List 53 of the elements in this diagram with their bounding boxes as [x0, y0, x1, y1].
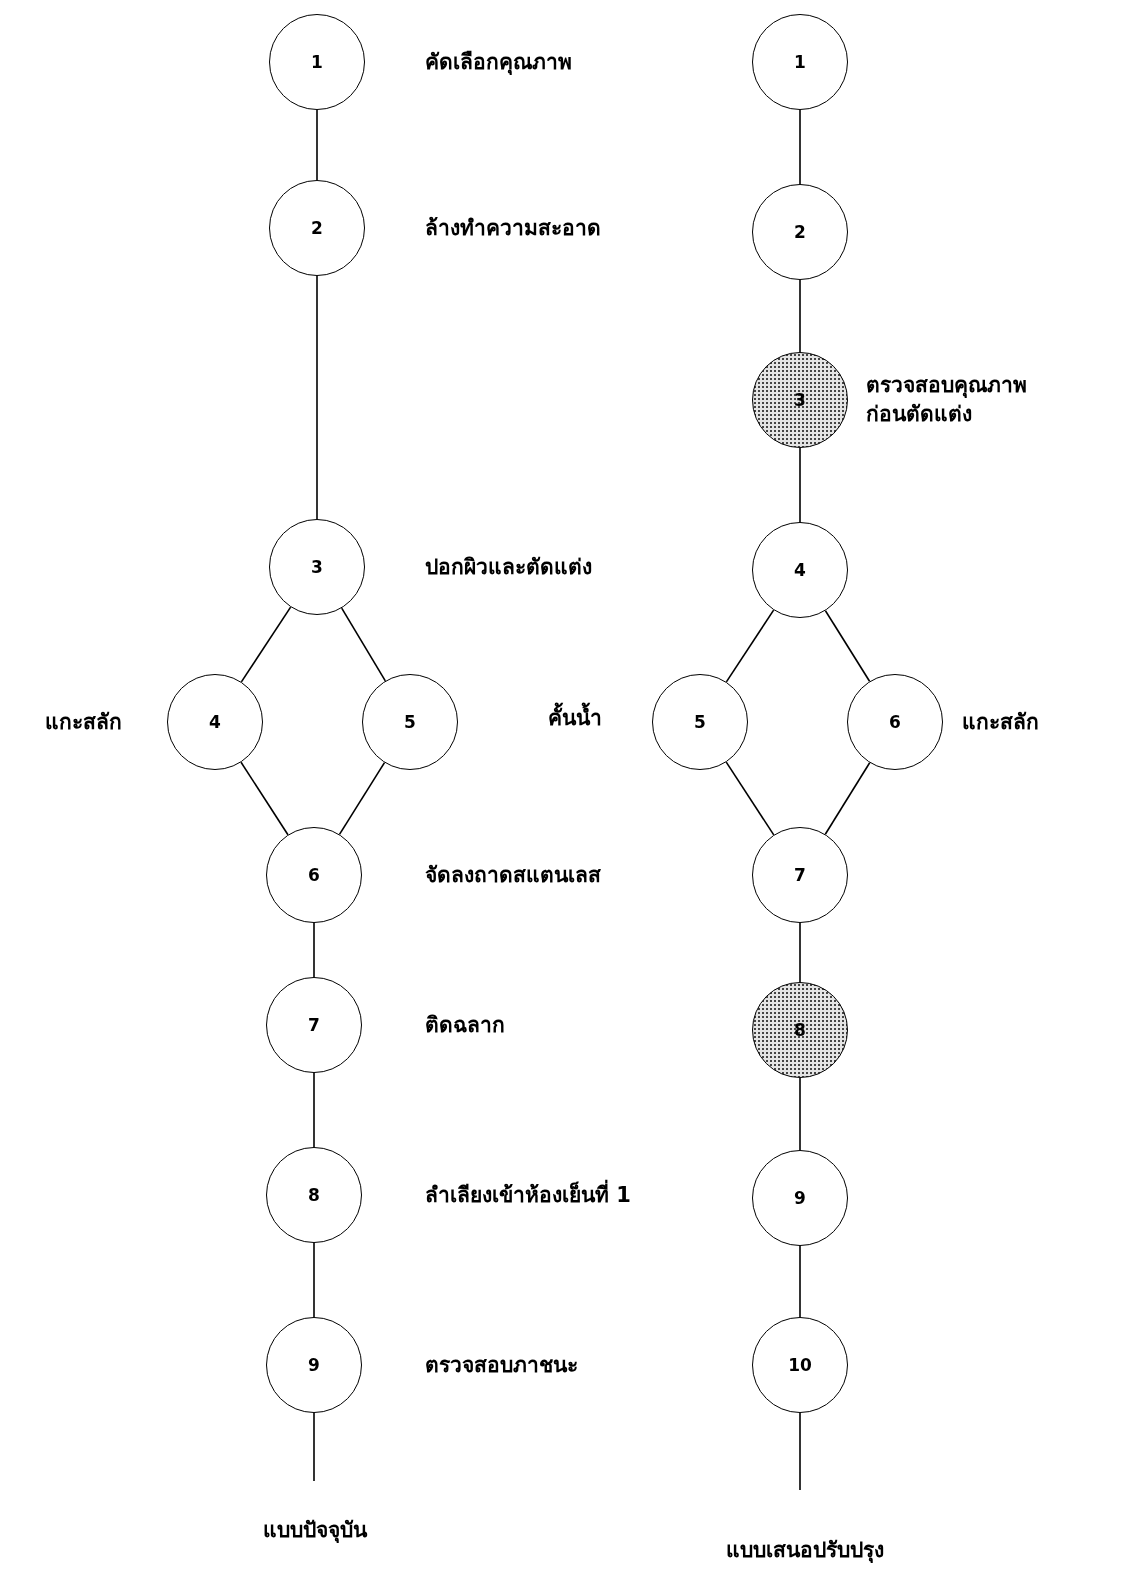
connector-line — [313, 1242, 315, 1318]
step-label: คั้นน้ำ — [548, 703, 602, 733]
step-circle: 5 — [362, 674, 458, 770]
step-circle: 7 — [752, 827, 848, 923]
scheme-caption: แบบปัจจุบัน — [263, 1516, 367, 1545]
step-label: แกะสลัก — [45, 708, 122, 736]
step-label: คัดเลือกคุณภาพ — [425, 48, 572, 77]
step-circle: 6 — [266, 827, 362, 923]
step-circle: 7 — [266, 977, 362, 1073]
connector-line — [316, 109, 318, 181]
step-circle: 4 — [752, 522, 848, 618]
connector-line — [725, 761, 775, 836]
connector-line — [240, 606, 292, 683]
connector-line — [340, 607, 387, 682]
connector-line — [313, 922, 315, 978]
step-circle: 1 — [269, 14, 365, 110]
step-circle: 8 — [266, 1147, 362, 1243]
step-circle: 5 — [652, 674, 748, 770]
step-circle: 2 — [752, 184, 848, 280]
connector-line — [316, 275, 318, 520]
connector-line — [799, 279, 801, 353]
step-label: ตรวจสอบภาชนะ — [425, 1351, 578, 1379]
step-label: แกะสลัก — [962, 708, 1039, 736]
step-circle: 3 — [269, 519, 365, 615]
step-label: ปอกผิวและตัดแต่ง — [425, 553, 592, 581]
step-label: ติดฉลาก — [425, 1011, 505, 1039]
step-circle: 10 — [752, 1317, 848, 1413]
step-circle: 4 — [167, 674, 263, 770]
connector-line — [799, 922, 801, 983]
connector-line — [338, 761, 386, 836]
connector-line — [824, 762, 871, 835]
connector-line — [313, 1412, 315, 1482]
step-circle: 1 — [752, 14, 848, 110]
step-label: ล้างทำความสะอาด — [425, 214, 601, 242]
step-circle: 9 — [752, 1150, 848, 1246]
step-label: จัดลงถาดสแตนเลส — [425, 861, 601, 889]
connector-line — [313, 1072, 315, 1148]
connector-line — [725, 609, 775, 683]
connector-line — [799, 1077, 801, 1151]
step-circle: 9 — [266, 1317, 362, 1413]
connector-line — [240, 761, 289, 836]
connector-line — [824, 609, 871, 683]
step-circle: 2 — [269, 180, 365, 276]
step-label: ลำเลียงเข้าห้องเย็นที่ 1 — [425, 1180, 631, 1210]
step-circle: 6 — [847, 674, 943, 770]
connector-line — [799, 109, 801, 185]
connector-line — [799, 1245, 801, 1318]
connector-line — [799, 1412, 801, 1491]
shaded-step-circle: 8 — [752, 982, 848, 1078]
connector-line — [799, 447, 801, 523]
shaded-step-circle: 3 — [752, 352, 848, 448]
scheme-caption: แบบเสนอปรับปรุง — [726, 1536, 884, 1565]
step-label: ตรวจสอบคุณภาพก่อนตัดแต่ง — [866, 371, 1028, 428]
